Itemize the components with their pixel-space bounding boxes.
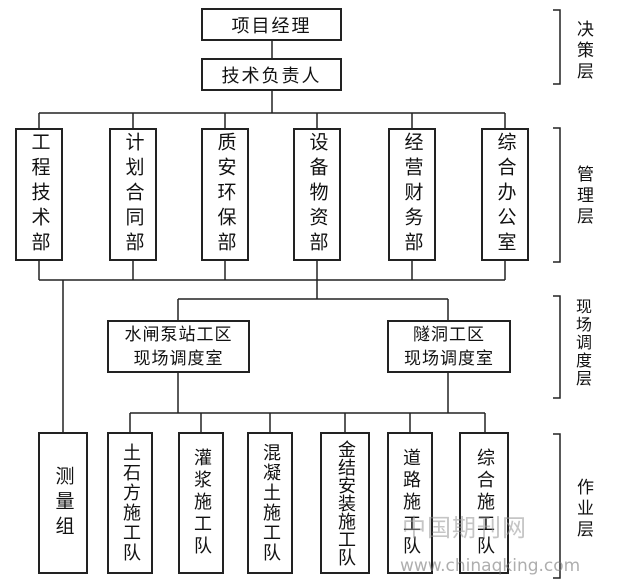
team-metal-install: 金结安装施工队 — [320, 432, 370, 574]
team-road: 道路施工队 — [387, 432, 433, 574]
dept-engineering: 工程技术部 — [15, 128, 63, 261]
tech-lead-box: 技术负责人 — [201, 58, 342, 91]
dept-equipment: 设备物资部 — [293, 128, 341, 261]
layer-management: 管理层 — [573, 165, 593, 228]
zone-sluice-line1: 水闸泵站工区 — [124, 324, 233, 345]
zone-sluice-line2: 现场调度室 — [133, 348, 224, 369]
zone-tunnel-line1: 隧洞工区 — [413, 324, 485, 345]
team-grouting: 灌浆施工队 — [178, 432, 224, 574]
watermark-cn: 中国期刊网 — [402, 514, 527, 542]
zone-tunnel-line2: 现场调度室 — [404, 348, 494, 369]
team-concrete: 混凝土施工队 — [247, 432, 293, 574]
dept-finance: 经营财务部 — [388, 128, 436, 261]
survey-team: 测量组 — [38, 432, 88, 574]
watermark-url: www.chinaqking.com — [400, 556, 581, 576]
team-earthwork: 土石方施工队 — [107, 432, 153, 574]
team-general: 综合施工队 — [459, 432, 509, 574]
layer-dispatch: 现场调度层 — [573, 298, 592, 388]
zone-sluice-pump: 水闸泵站工区 现场调度室 — [107, 320, 250, 373]
layer-decision: 决策层 — [573, 20, 593, 83]
dept-office: 综合办公室 — [481, 128, 529, 261]
project-manager-box: 项目经理 — [201, 8, 342, 41]
dept-contract: 计划合同部 — [109, 128, 157, 261]
zone-tunnel: 隧洞工区 现场调度室 — [387, 320, 511, 373]
dept-safety: 质安环保部 — [201, 128, 249, 261]
layer-operation: 作业层 — [573, 478, 593, 541]
